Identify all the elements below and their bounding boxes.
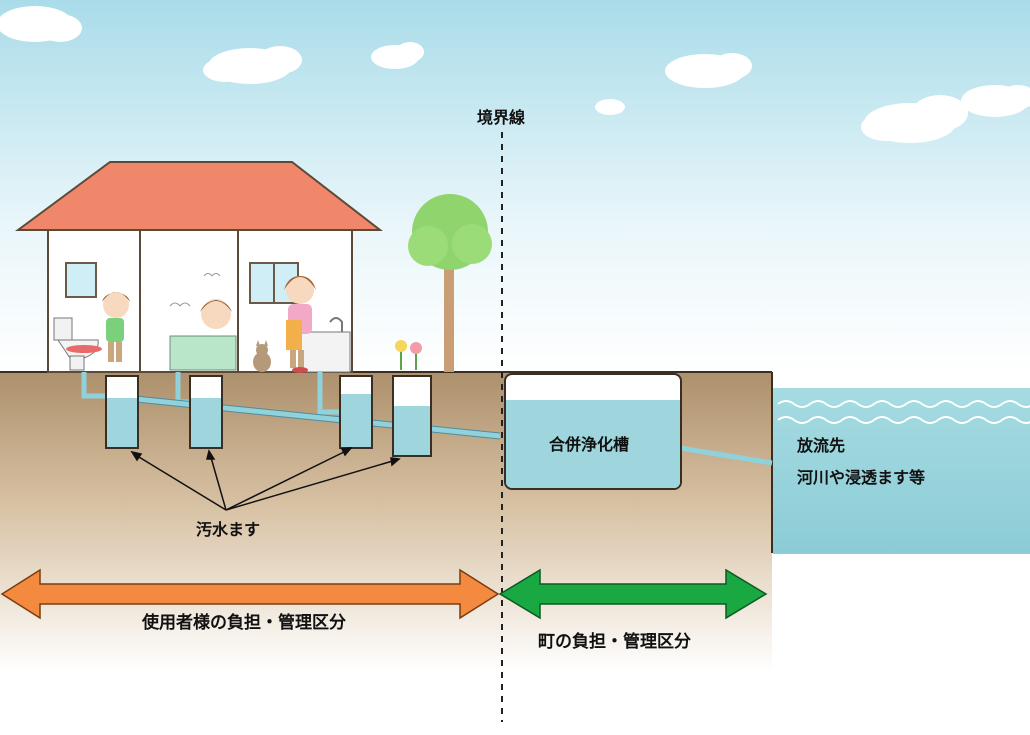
outflow-title: 放流先 <box>797 436 846 455</box>
sewage-basin <box>189 375 223 449</box>
user-responsibility-label: 使用者様の負担・管理区分 <box>142 613 346 633</box>
sewage-basin-label: 汚水ます <box>196 520 261 539</box>
town-responsibility-arrow <box>498 568 768 620</box>
basin-pointer-arrows <box>130 447 401 511</box>
house <box>14 161 383 373</box>
boundary-line-label: 境界線 <box>477 108 526 127</box>
sewage-basin <box>392 375 432 457</box>
cat <box>253 340 271 372</box>
window <box>65 262 97 298</box>
flowers <box>395 340 422 370</box>
tree <box>408 194 492 372</box>
child-figure <box>102 292 130 362</box>
septic-tank-label: 合併浄化槽 <box>549 435 630 454</box>
user-responsibility-arrow <box>0 568 500 620</box>
septic-tank <box>504 373 682 490</box>
house-roof <box>14 161 383 231</box>
sewage-basin <box>105 375 139 449</box>
water-waves <box>777 400 1030 424</box>
toilet <box>53 317 102 371</box>
outflow-water <box>773 388 1030 554</box>
drain-pipes <box>81 372 773 466</box>
sewage-basin <box>339 375 373 449</box>
town-responsibility-label: 町の負担・管理区分 <box>538 632 691 652</box>
bathtub <box>169 273 237 371</box>
drain-pipes-outline <box>105 392 501 440</box>
clouds <box>0 6 1030 143</box>
woman-figure <box>284 276 316 373</box>
outflow-detail: 河川や浸透ます等 <box>797 468 926 487</box>
